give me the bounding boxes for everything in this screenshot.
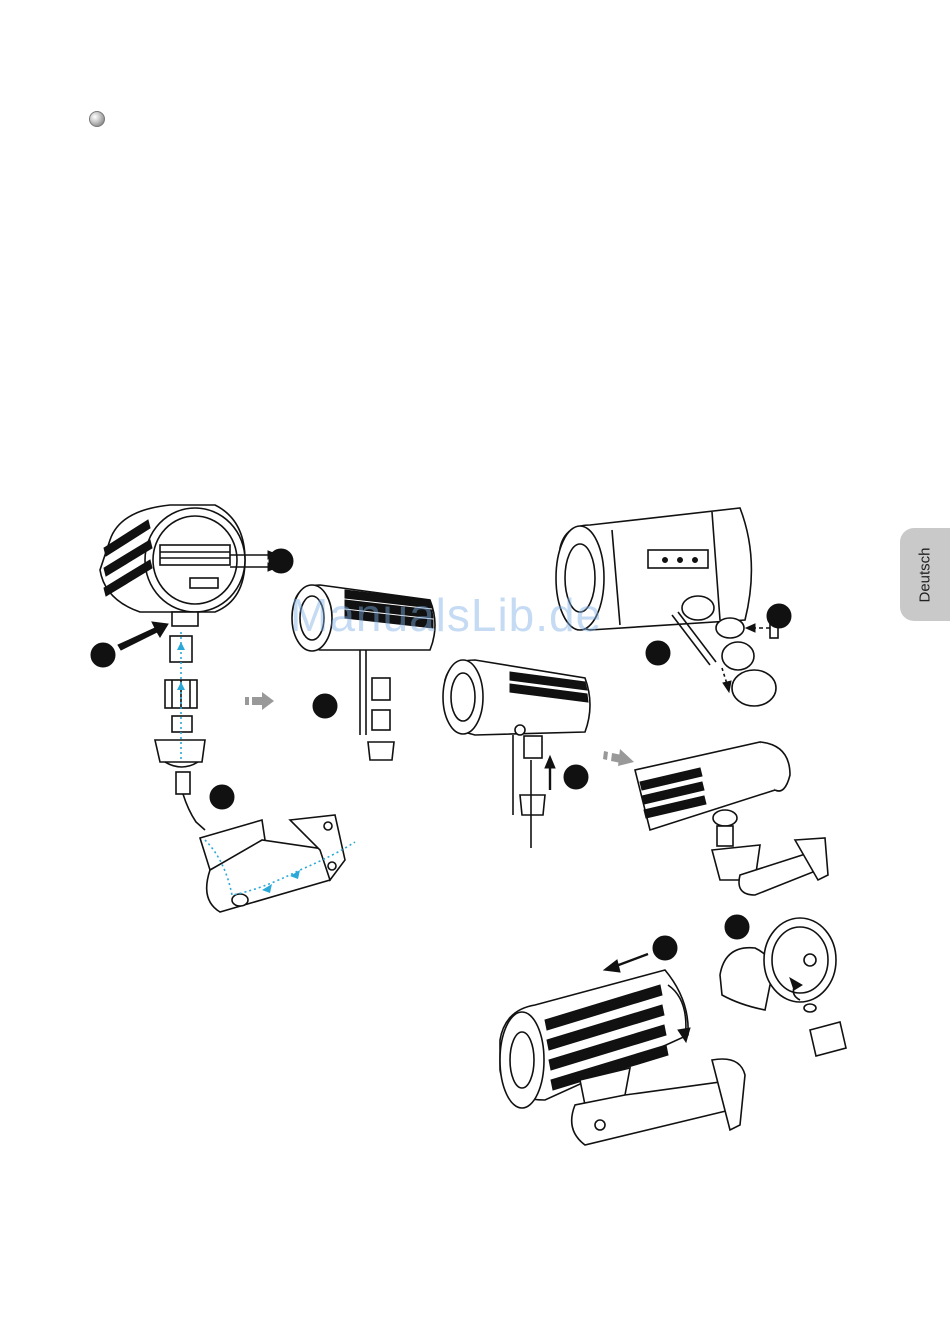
camera-bracket-mounted-illustration bbox=[635, 742, 828, 895]
camera-gland-assembly-illustration bbox=[443, 660, 590, 848]
camera-final-mount-illustration bbox=[500, 954, 745, 1145]
step-marker bbox=[91, 643, 115, 667]
step-marker bbox=[646, 641, 670, 665]
step-marker bbox=[767, 604, 791, 628]
step-marker bbox=[313, 694, 337, 718]
grey-dashed-arrow-icon bbox=[603, 749, 634, 766]
step-marker bbox=[269, 549, 293, 573]
step-marker bbox=[725, 915, 749, 939]
step-marker bbox=[653, 936, 677, 960]
watermark: ManualsLib.de bbox=[290, 588, 602, 642]
grey-dashed-arrow-icon bbox=[245, 692, 274, 710]
step-marker bbox=[210, 785, 234, 809]
step-marker bbox=[564, 765, 588, 789]
